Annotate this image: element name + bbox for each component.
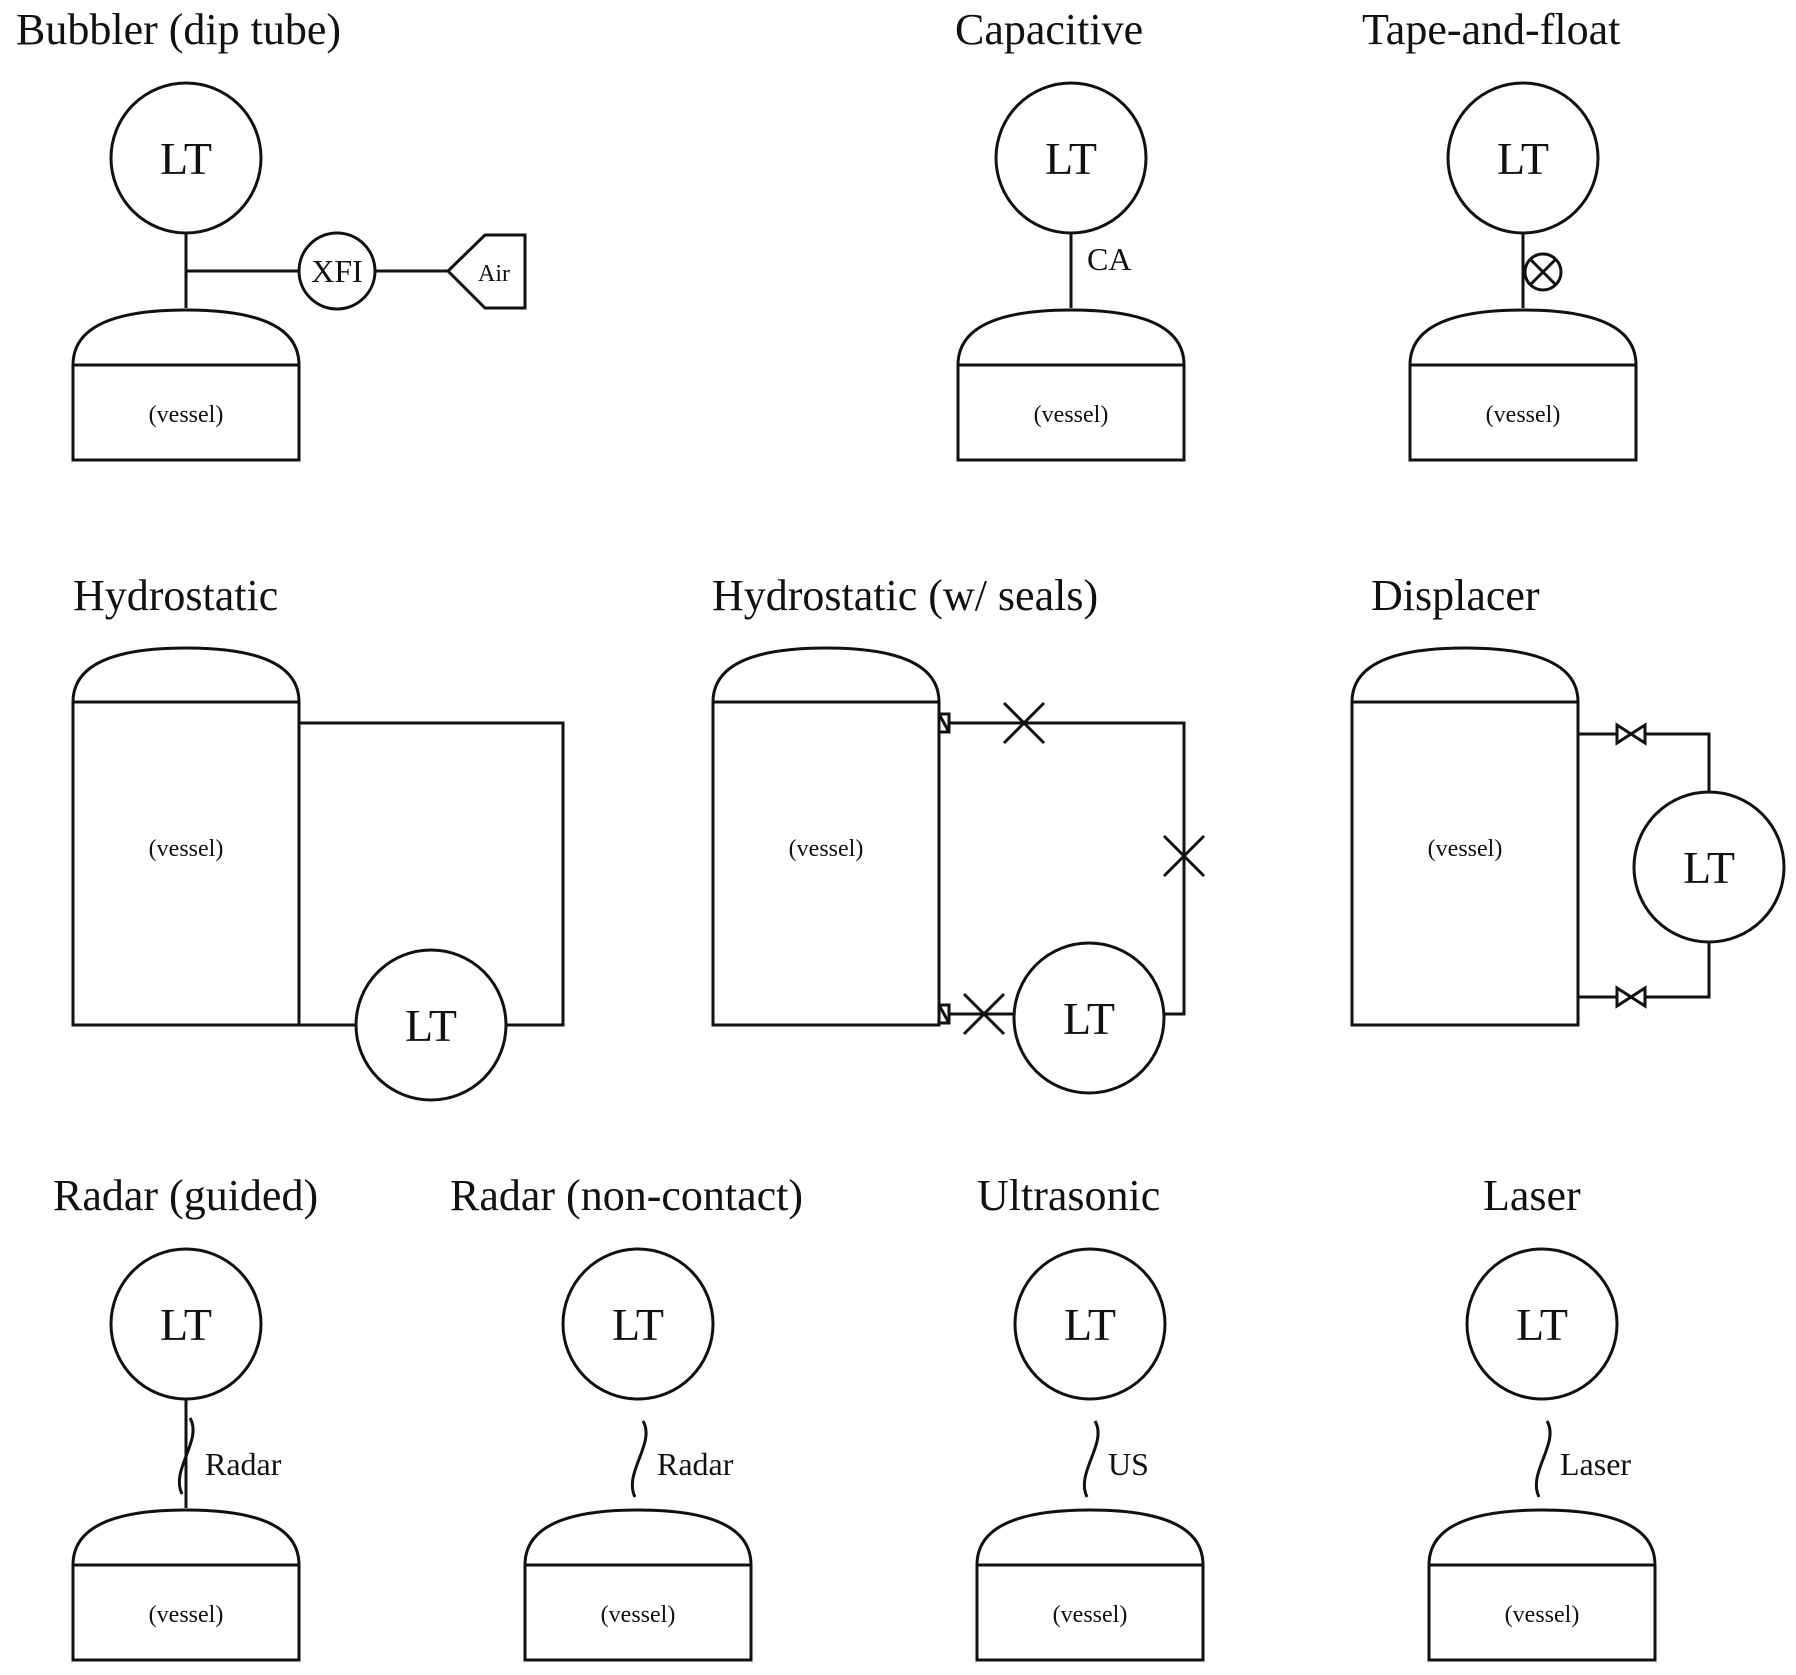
valve-icon <box>1615 722 1647 746</box>
instrument-tag: LT <box>1045 133 1097 184</box>
wave-icon <box>1534 1420 1552 1498</box>
vessel-label: (vessel) <box>1428 836 1503 862</box>
wave-icon <box>177 1417 195 1495</box>
radar-guided-vessel: (vessel) <box>71 1508 301 1662</box>
hydrostatic-seals-diagram: Hydrostatic (w/ seals) (vessel) <box>711 571 1206 1095</box>
capillary-cross-icon <box>1002 701 1046 745</box>
radar-noncontact-vessel: (vessel) <box>523 1508 753 1662</box>
vessel-label: (vessel) <box>1053 1602 1128 1628</box>
vessel-label: (vessel) <box>601 1602 676 1628</box>
capacitive-vessel: (vessel) <box>956 308 1186 462</box>
air-supply-label: Air <box>478 261 510 287</box>
radar-guided-signal-label: Radar <box>205 1446 282 1482</box>
radar-noncontact-signal-label: Radar <box>657 1446 734 1482</box>
hydrostatic-seals-level-transmitter: LT <box>1012 941 1166 1095</box>
laser-level-transmitter: LT <box>1465 1247 1619 1401</box>
float-symbol-icon <box>1523 252 1563 292</box>
instrument-tag: LT <box>1064 1299 1116 1350</box>
radar-noncontact-diagram: Radar (non-contact) Radar (vessel) LT <box>450 1171 803 1662</box>
bubbler-level-transmitter: LT <box>109 81 263 235</box>
wave-icon <box>1082 1420 1100 1498</box>
capacitive-level-transmitter: LT <box>994 81 1148 235</box>
ultrasonic-level-transmitter: LT <box>1013 1247 1167 1401</box>
vessel-label: (vessel) <box>789 836 864 862</box>
instrument-tag: LT <box>1063 993 1115 1044</box>
vessel-label: (vessel) <box>1486 402 1561 428</box>
displacer-level-transmitter: LT <box>1632 790 1786 944</box>
capillary-cross-icon <box>962 992 1006 1036</box>
capillary-cross-icon <box>1162 834 1206 878</box>
instrument-tag: LT <box>1516 1299 1568 1350</box>
wave-icon <box>630 1420 648 1498</box>
air-supply-flag: Air <box>445 233 527 310</box>
bubbler-flow-indicator: XFI <box>297 231 377 311</box>
hydrostatic-high-side-line <box>299 721 565 1027</box>
hydrostatic-diagram: Hydrostatic (vessel) LT <box>71 571 565 1102</box>
laser-title: Laser <box>1483 1171 1581 1220</box>
tape-float-vessel: (vessel) <box>1408 308 1638 462</box>
radar-noncontact-level-transmitter: LT <box>561 1247 715 1401</box>
radar-guided-title: Radar (guided) <box>53 1171 318 1220</box>
hydrostatic-seals-title: Hydrostatic (w/ seals) <box>712 571 1098 620</box>
tape-float-title: Tape-and-float <box>1362 5 1620 54</box>
instrument-tag: LT <box>160 1299 212 1350</box>
radar-guided-level-transmitter: LT <box>109 1247 263 1401</box>
displacer-vessel: (vessel) <box>1350 646 1580 1027</box>
bubbler-title: Bubbler (dip tube) <box>16 5 341 54</box>
vessel-label: (vessel) <box>1034 402 1109 428</box>
bubbler-vessel: (vessel) <box>71 308 301 462</box>
laser-signal-label: Laser <box>1560 1446 1631 1482</box>
laser-diagram: Laser Laser (vessel) LT <box>1427 1171 1657 1662</box>
instrument-tag: LT <box>612 1299 664 1350</box>
laser-vessel: (vessel) <box>1427 1508 1657 1662</box>
capacitive-title: Capacitive <box>955 5 1143 54</box>
capillary-high-side-line <box>949 721 1186 1016</box>
bubbler-diagram: Bubbler (dip tube) (vessel) LT XFI Air <box>16 5 527 462</box>
capacitive-signal-label: CA <box>1087 241 1131 277</box>
diaphragm-seal-lower-icon <box>937 1003 951 1025</box>
tape-float-diagram: Tape-and-float (vessel) LT <box>1362 5 1638 462</box>
radar-guided-diagram: Radar (guided) Radar (vessel) LT <box>53 1171 318 1662</box>
tape-float-level-transmitter: LT <box>1446 81 1600 235</box>
hydrostatic-title: Hydrostatic <box>73 571 278 620</box>
instrument-tag: LT <box>160 133 212 184</box>
vessel-label: (vessel) <box>1505 1602 1580 1628</box>
instrument-tag: LT <box>405 1000 457 1051</box>
vessel-label: (vessel) <box>149 402 224 428</box>
ultrasonic-title: Ultrasonic <box>977 1171 1160 1220</box>
ultrasonic-diagram: Ultrasonic US (vessel) LT <box>975 1171 1205 1662</box>
vessel-label: (vessel) <box>149 836 224 862</box>
ultrasonic-vessel: (vessel) <box>975 1508 1205 1662</box>
capacitive-diagram: Capacitive CA (vessel) LT <box>955 5 1186 462</box>
instrument-tag: LT <box>1683 842 1735 893</box>
ultrasonic-signal-label: US <box>1108 1446 1149 1482</box>
displacer-diagram: Displacer (vessel) LT <box>1350 571 1786 1027</box>
radar-noncontact-title: Radar (non-contact) <box>450 1171 803 1220</box>
valve-icon <box>1615 985 1647 1009</box>
hydrostatic-level-transmitter: LT <box>354 948 508 1102</box>
vessel-label: (vessel) <box>149 1602 224 1628</box>
relay-tag: XFI <box>311 253 363 289</box>
hydrostatic-vessel: (vessel) <box>71 646 301 1027</box>
diaphragm-seal-upper-icon <box>937 712 951 734</box>
instrument-tag: LT <box>1497 133 1549 184</box>
displacer-title: Displacer <box>1371 571 1540 620</box>
hydrostatic-seals-vessel: (vessel) <box>711 646 941 1027</box>
